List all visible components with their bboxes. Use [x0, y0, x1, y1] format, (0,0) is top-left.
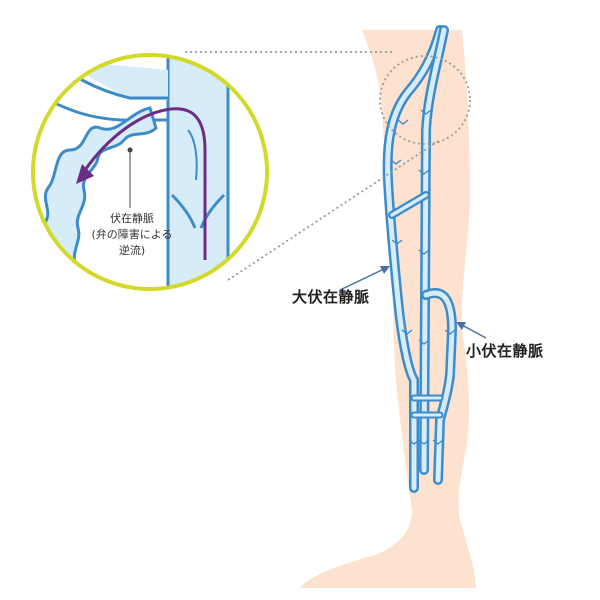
inset-magnified-veins	[37, 55, 230, 289]
inset-label-line1: 伏在静脈	[110, 212, 154, 225]
label-pointers	[339, 266, 487, 339]
great-saphenous-vein	[382, 25, 445, 493]
connecting-branches	[388, 191, 444, 419]
great-saphenous-label: 大伏在静脈	[292, 288, 370, 306]
vein-valves	[390, 109, 456, 445]
inset-label-line3: 逆流)	[118, 244, 146, 257]
reflux-arrow	[83, 107, 207, 260]
leg-silhouette	[300, 30, 476, 588]
deep-vein	[419, 25, 449, 475]
inset-ring	[31, 53, 269, 291]
zoom-region-outline	[379, 55, 471, 145]
zoom-leader-bottom	[227, 139, 441, 281]
small-saphenous-vein	[421, 288, 458, 485]
small-saphenous-label: 小伏在静脈	[466, 342, 544, 360]
inset-label-line2: (弁の障害による	[91, 228, 173, 241]
